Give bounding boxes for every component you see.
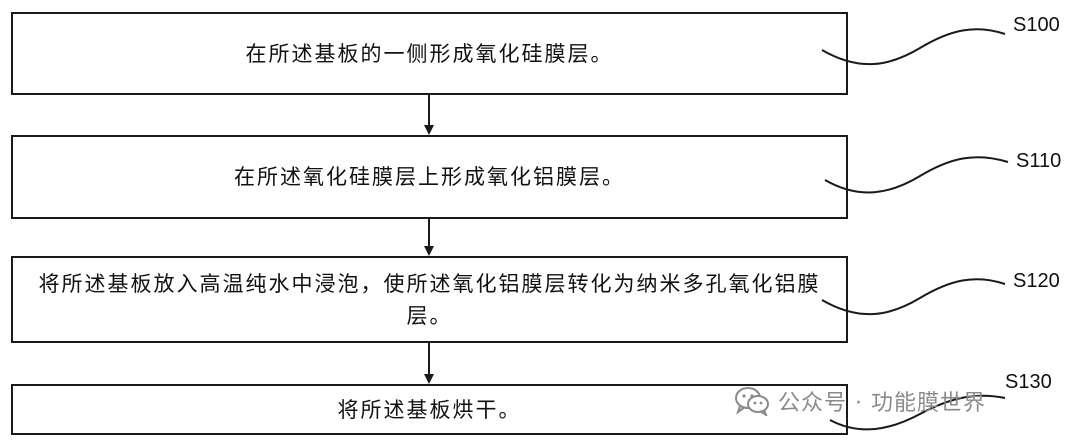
step-text-s130: 将所述基板烘干。 (337, 397, 522, 422)
step-box-s130: 将所述基板烘干。 (11, 384, 848, 435)
watermark: 公众号 · 功能膜世界 (734, 383, 986, 419)
wechat-icon (735, 387, 769, 416)
step-box-s100: 在所述基板的一侧形成氧化硅膜层。 (11, 12, 848, 95)
step-box-s110: 在所述氧化硅膜层上形成氧化铝膜层。 (11, 135, 848, 219)
leader-line-s120 (821, 278, 1006, 316)
step-text-s100: 在所述基板的一侧形成氧化硅膜层。 (245, 41, 614, 66)
step-text-s110: 在所述氧化硅膜层上形成氧化铝膜层。 (234, 165, 625, 189)
step-label-s100: S100 (1013, 14, 1060, 36)
watermark-text: 公众号 · 功能膜世界 (778, 391, 986, 416)
step-text-s120: 将所述基板放入高温纯水中浸泡，使所述氧化铝膜层转化为纳米多孔氧化铝膜层。 (38, 271, 821, 328)
step-label-s110: S110 (1016, 150, 1062, 172)
step-label-s120: S120 (1013, 270, 1060, 292)
step-label-s130: S130 (1005, 371, 1052, 393)
step-box-s120: 将所述基板放入高温纯水中浸泡，使所述氧化铝膜层转化为纳米多孔氧化铝膜层。 (11, 256, 848, 343)
leader-line-s130 (829, 394, 1006, 431)
leader-line-s110 (824, 156, 1009, 194)
leader-line-s100 (821, 28, 1006, 66)
